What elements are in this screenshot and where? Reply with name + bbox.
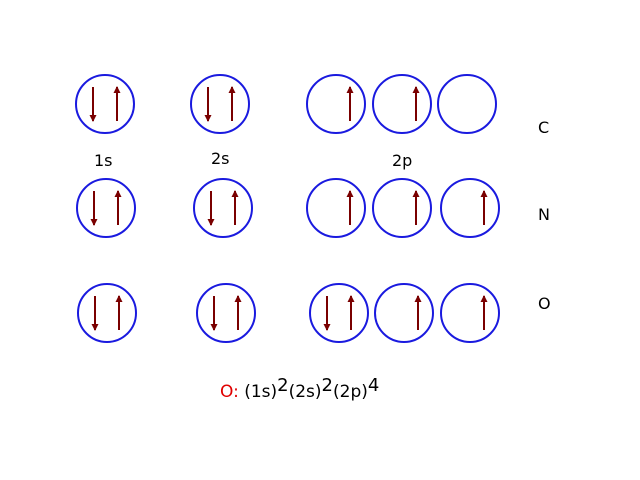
electron-1s-c-up-arrow bbox=[113, 86, 121, 121]
electron-2p-1-o-down-arrow bbox=[323, 296, 331, 331]
electron-2p-3-n-up-arrow bbox=[480, 190, 488, 225]
subshell-label-1s: 1s bbox=[94, 151, 113, 170]
orbital-1s-c bbox=[75, 74, 135, 134]
orbital-1s-n bbox=[76, 178, 136, 238]
element-symbol-n: N bbox=[538, 205, 550, 224]
electron-2p-3-o-up-arrow bbox=[480, 295, 488, 330]
electron-2s-o-up-arrow bbox=[234, 295, 242, 330]
electron-2p-2-o-up-arrow bbox=[414, 295, 422, 330]
electron-2s-n-down-arrow bbox=[207, 191, 215, 226]
configuration-1s-term: (1s) bbox=[244, 382, 278, 402]
electron-configuration: O: (1s)2(2s)2(2p)4 bbox=[220, 377, 379, 402]
orbital-2p-3-c bbox=[437, 74, 497, 134]
electron-2p-1-c-up-arrow bbox=[346, 86, 354, 121]
orbital-2p-2-c bbox=[372, 74, 432, 134]
element-symbol-c: C bbox=[538, 118, 550, 137]
element-symbol-o: O bbox=[538, 294, 551, 313]
orbital-2p-2-o bbox=[374, 283, 434, 343]
orbital-2p-1-n bbox=[306, 178, 366, 238]
configuration-element: O: bbox=[220, 382, 239, 402]
subshell-label-2p: 2p bbox=[392, 151, 413, 170]
electron-1s-o-down-arrow bbox=[91, 296, 99, 331]
orbital-2p-2-n bbox=[372, 178, 432, 238]
orbital-2s-c bbox=[190, 74, 250, 134]
orbital-1s-o bbox=[77, 283, 137, 343]
orbital-2s-o bbox=[196, 283, 256, 343]
electron-2p-2-n-up-arrow bbox=[412, 190, 420, 225]
configuration-2p-term: (2p) bbox=[333, 382, 368, 402]
electron-2s-n-up-arrow bbox=[231, 190, 239, 225]
electron-2s-o-down-arrow bbox=[210, 296, 218, 331]
electron-2s-c-up-arrow bbox=[228, 86, 236, 121]
electron-1s-n-up-arrow bbox=[114, 190, 122, 225]
configuration-1s-count: 2 bbox=[277, 375, 289, 396]
electron-2s-c-down-arrow bbox=[204, 87, 212, 122]
configuration-2s-term: (2s) bbox=[288, 382, 322, 402]
orbital-2p-1-o bbox=[309, 283, 369, 343]
electron-1s-c-down-arrow bbox=[89, 87, 97, 122]
electron-1s-n-down-arrow bbox=[90, 191, 98, 226]
orbital-2p-1-c bbox=[306, 74, 366, 134]
orbital-2p-3-n bbox=[440, 178, 500, 238]
configuration-2p-count: 4 bbox=[367, 375, 380, 396]
orbital-2p-3-o bbox=[440, 283, 500, 343]
electron-2p-1-n-up-arrow bbox=[346, 190, 354, 225]
configuration-2s-count: 2 bbox=[321, 375, 333, 396]
electron-1s-o-up-arrow bbox=[115, 295, 123, 330]
subshell-label-2s: 2s bbox=[211, 149, 230, 168]
electron-2p-1-o-up-arrow bbox=[347, 295, 355, 330]
electron-2p-2-c-up-arrow bbox=[412, 86, 420, 121]
orbital-2s-n bbox=[193, 178, 253, 238]
